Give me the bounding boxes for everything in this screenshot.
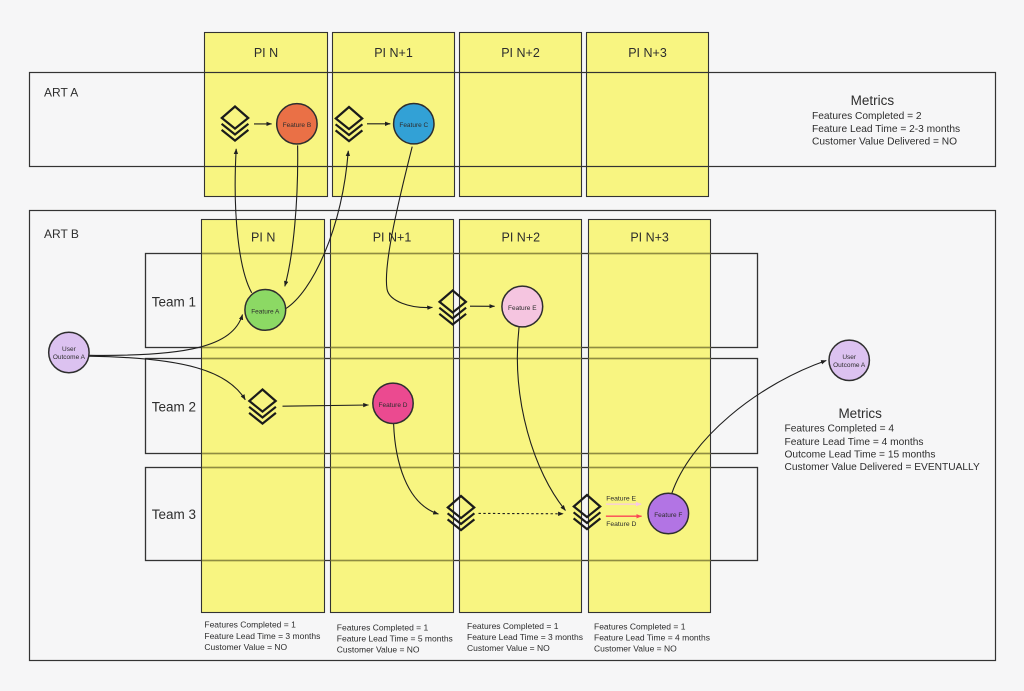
svg-text:User: User [842, 354, 857, 361]
svg-text:Customer Value = NO: Customer Value = NO [204, 642, 287, 652]
svg-text:ART A: ART A [44, 86, 78, 100]
svg-text:Team 1: Team 1 [152, 294, 196, 309]
svg-text:Features Completed = 4: Features Completed = 4 [785, 424, 895, 435]
svg-text:Features Completed = 1: Features Completed = 1 [467, 621, 559, 631]
svg-text:PI N+1: PI N+1 [373, 231, 412, 245]
svg-text:Customer Value Delivered = EVE: Customer Value Delivered = EVENTUALLY [785, 462, 980, 473]
svg-text:PI N: PI N [254, 46, 278, 60]
svg-text:Team 2: Team 2 [152, 400, 196, 415]
svg-text:PI N+3: PI N+3 [628, 46, 667, 60]
svg-text:PI N+1: PI N+1 [374, 46, 413, 60]
svg-text:Feature Lead Time = 2-3 months: Feature Lead Time = 2-3 months [812, 124, 960, 135]
svg-text:Customer Value = NO: Customer Value = NO [337, 645, 420, 655]
svg-text:Team 3: Team 3 [152, 507, 196, 522]
svg-text:PI N: PI N [251, 231, 275, 245]
svg-text:Outcome A: Outcome A [833, 362, 866, 369]
svg-text:Features Completed = 1: Features Completed = 1 [594, 621, 686, 631]
svg-text:Features Completed = 1: Features Completed = 1 [204, 620, 296, 630]
svg-text:Customer Value = NO: Customer Value = NO [594, 644, 677, 654]
svg-text:Feature Lead Time = 4 months: Feature Lead Time = 4 months [594, 633, 710, 643]
svg-text:Outcome Lead Time = 15 months: Outcome Lead Time = 15 months [785, 450, 936, 461]
svg-text:Feature F: Feature F [654, 512, 682, 519]
svg-text:Feature C: Feature C [399, 122, 428, 129]
svg-text:Feature B: Feature B [283, 122, 312, 129]
svg-text:ART B: ART B [44, 227, 79, 241]
svg-text:PI N+2: PI N+2 [502, 231, 541, 245]
svg-text:Feature E: Feature E [606, 495, 636, 502]
svg-text:Feature Lead Time = 4 months: Feature Lead Time = 4 months [785, 437, 924, 448]
svg-text:Feature A: Feature A [251, 308, 280, 315]
svg-text:Feature D: Feature D [379, 402, 408, 409]
svg-text:Feature Lead Time = 3 months: Feature Lead Time = 3 months [467, 632, 583, 642]
svg-text:User: User [62, 346, 77, 353]
svg-text:Feature Lead Time = 5 months: Feature Lead Time = 5 months [337, 633, 453, 643]
svg-text:Feature E: Feature E [508, 305, 537, 312]
svg-text:Outcome A: Outcome A [53, 354, 86, 361]
svg-text:PI N+2: PI N+2 [501, 46, 540, 60]
svg-text:Customer Value Delivered = NO: Customer Value Delivered = NO [812, 136, 957, 147]
svg-text:Customer Value = NO: Customer Value = NO [467, 643, 550, 653]
svg-text:Features Completed = 2: Features Completed = 2 [812, 111, 922, 122]
svg-text:Feature D: Feature D [606, 521, 636, 528]
svg-text:PI N+3: PI N+3 [630, 231, 669, 245]
svg-text:Features Completed = 1: Features Completed = 1 [337, 622, 429, 632]
svg-text:Feature Lead Time = 3 months: Feature Lead Time = 3 months [204, 631, 320, 641]
svg-text:Metrics: Metrics [851, 93, 895, 108]
svg-text:Metrics: Metrics [838, 406, 882, 421]
